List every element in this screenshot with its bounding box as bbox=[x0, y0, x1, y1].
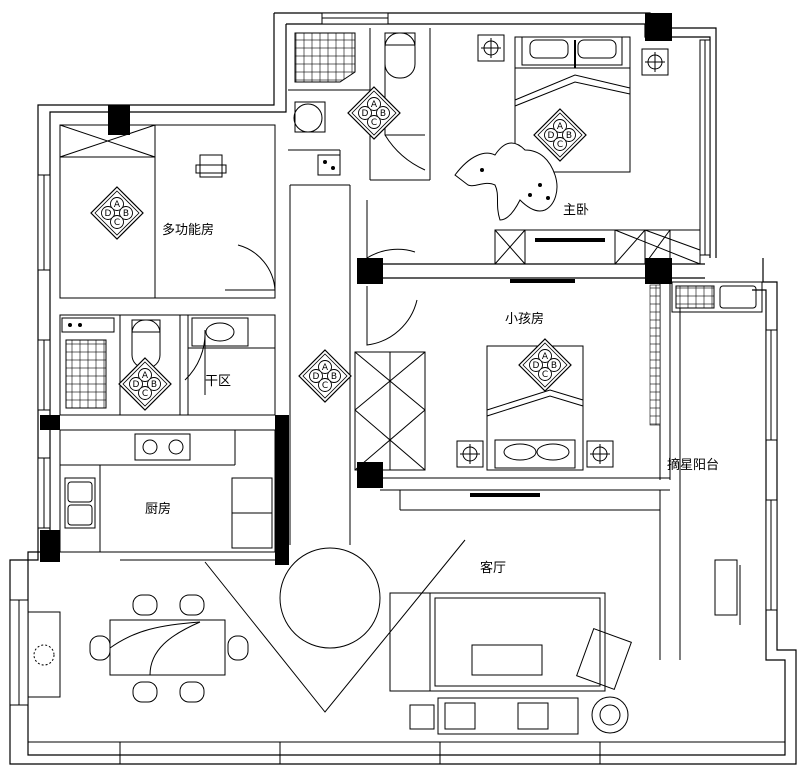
lower-bathroom-fixtures bbox=[61, 317, 249, 409]
sensor-master bbox=[533, 108, 587, 162]
sensor-letter: C bbox=[322, 381, 328, 391]
room-label-kids-room: 小孩房 bbox=[505, 311, 544, 327]
sensor-letter: C bbox=[371, 118, 377, 128]
balcony-fixtures bbox=[649, 281, 763, 625]
sensor-letter: D bbox=[105, 209, 112, 219]
sensor-letter: C bbox=[557, 140, 563, 150]
room-label-star-balcony: 摘星阳台 bbox=[667, 457, 719, 473]
sensor-letter: D bbox=[362, 109, 369, 119]
sensor-letter: B bbox=[551, 361, 557, 371]
upper-bathroom-fixtures bbox=[293, 32, 416, 176]
sensor-letter: B bbox=[566, 131, 572, 141]
sensor-letter: C bbox=[114, 218, 120, 228]
sensor-letter: A bbox=[371, 100, 378, 110]
sensor-letter: D bbox=[533, 361, 540, 371]
multi-room-furniture bbox=[59, 124, 227, 178]
sensor-letter: A bbox=[557, 122, 564, 132]
kids-room-furniture bbox=[354, 345, 614, 471]
sensor-letter: D bbox=[313, 372, 320, 382]
room-label-master-bedroom: 主卧 bbox=[563, 203, 589, 218]
sensor-letter: C bbox=[542, 370, 548, 380]
living-dining-furniture bbox=[27, 539, 632, 735]
sensor-upper-bath bbox=[347, 86, 401, 140]
sensor-letter: D bbox=[548, 131, 555, 141]
room-label-living-room: 客厅 bbox=[480, 560, 506, 576]
animal-rug bbox=[454, 142, 558, 221]
sensor-letter: A bbox=[542, 352, 549, 362]
sensor-letter: B bbox=[380, 109, 386, 119]
sensor-letter: A bbox=[142, 371, 149, 381]
nightstand-left bbox=[477, 34, 505, 62]
room-label-kitchen: 厨房 bbox=[145, 501, 171, 517]
master-bedroom-furniture bbox=[454, 34, 701, 497]
kitchen-fixtures bbox=[64, 433, 273, 549]
sensor-letter: D bbox=[133, 380, 140, 390]
room-label-multi-function-room: 多功能房 bbox=[162, 222, 214, 238]
sensor-letter: B bbox=[151, 380, 157, 390]
structural-columns bbox=[40, 13, 672, 565]
sensor-letter: B bbox=[331, 372, 337, 382]
nightstand-right bbox=[641, 48, 669, 76]
sensor-letter: B bbox=[123, 209, 129, 219]
room-label-drying-area: 干区 bbox=[205, 374, 231, 389]
door-swings bbox=[184, 45, 426, 395]
sensor-lower-bath bbox=[118, 357, 172, 411]
sensor-letter: A bbox=[114, 200, 121, 210]
interior-walls bbox=[59, 28, 705, 660]
sensor-letter: A bbox=[322, 363, 329, 373]
sensor-multi-room bbox=[90, 186, 144, 240]
sensor-corridor bbox=[298, 349, 352, 403]
sensor-kids bbox=[518, 338, 572, 392]
sensor-letter: C bbox=[142, 389, 148, 399]
